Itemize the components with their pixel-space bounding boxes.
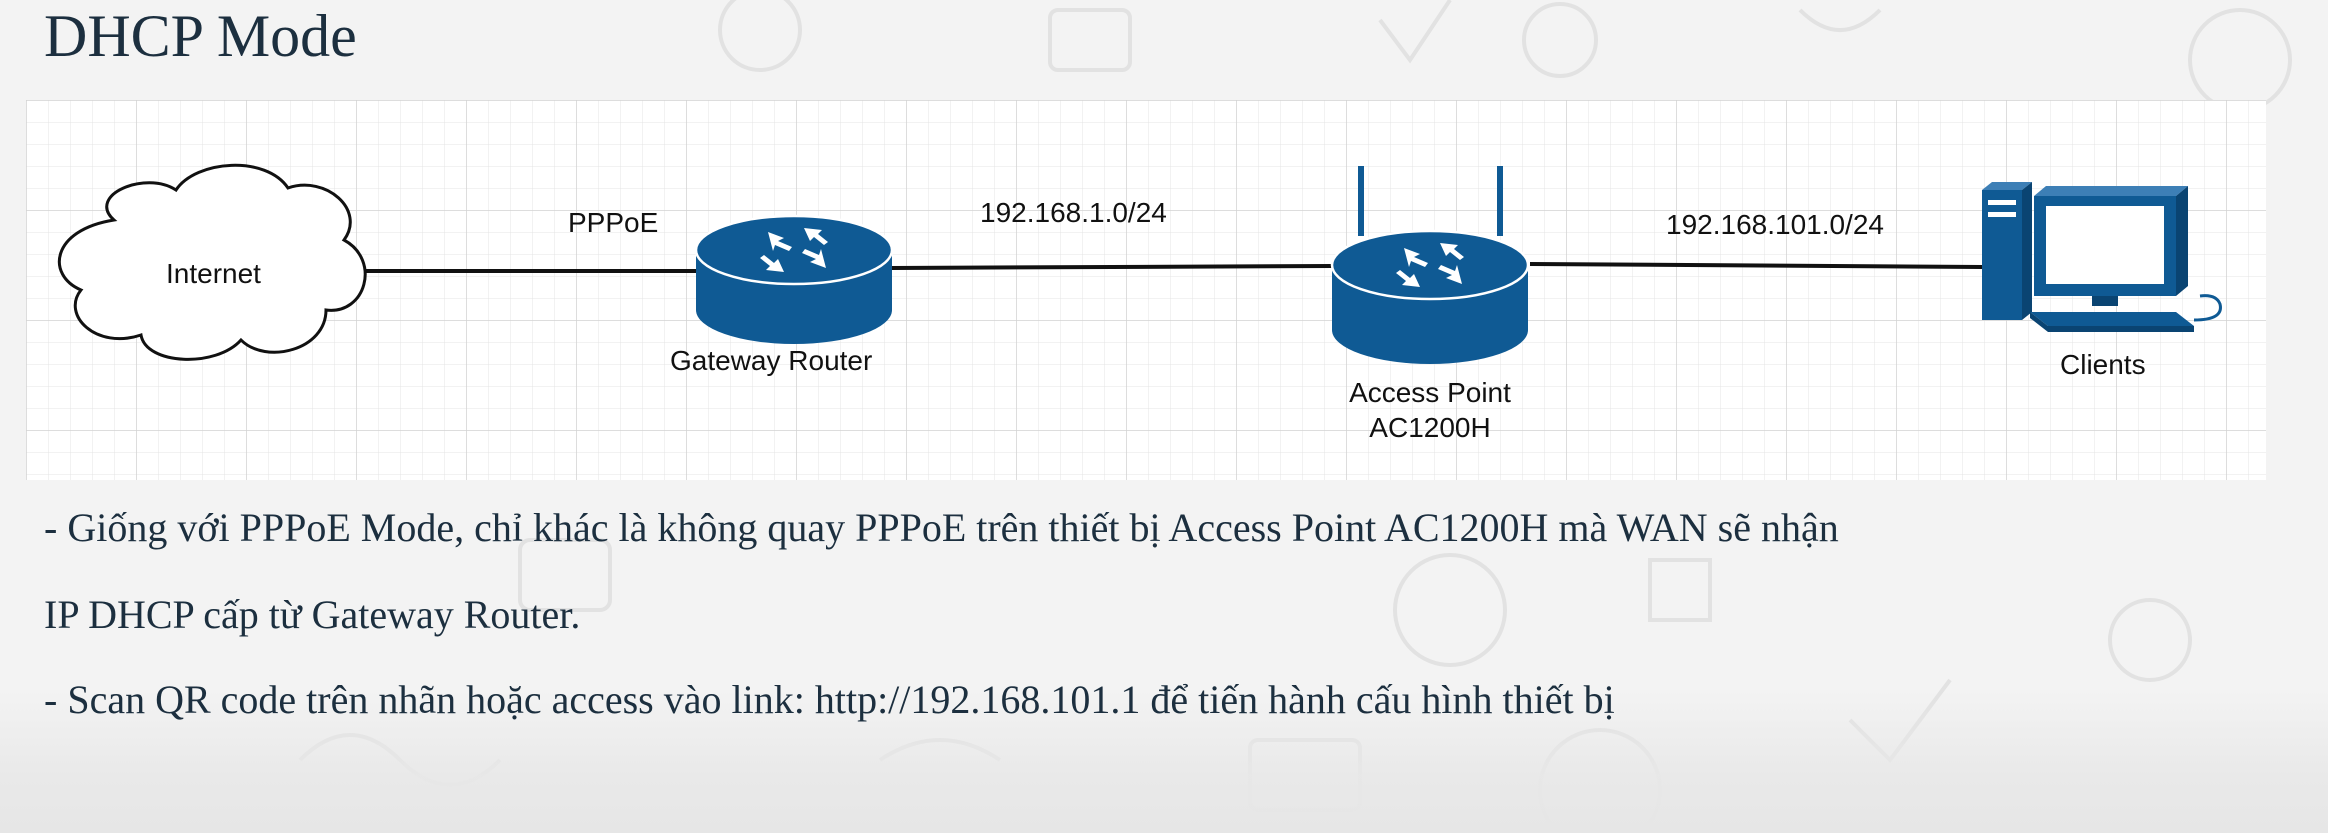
link1-label: PPPoE xyxy=(568,207,658,238)
network-diagram: Internet PPPoE Gateway Router 192.168.1.… xyxy=(26,100,2266,480)
access-point-label-line2: AC1200H xyxy=(1369,412,1490,443)
access-point-icon xyxy=(1330,166,1530,364)
clients-label: Clients xyxy=(2060,349,2146,380)
link-ap-clients xyxy=(1529,262,1983,269)
link-gateway-ap xyxy=(891,264,1333,270)
clients-computer-icon xyxy=(1982,182,2222,332)
diagram-grid xyxy=(26,100,2266,480)
gateway-router-icon xyxy=(694,214,894,344)
network-diagram-svg: Internet PPPoE Gateway Router 192.168.1.… xyxy=(26,100,2266,480)
description-line-1-continued: IP DHCP cấp từ Gateway Router. xyxy=(44,592,581,637)
gateway-router-label: Gateway Router xyxy=(670,345,872,376)
page-title: DHCP Mode xyxy=(44,3,357,69)
bottom-fade xyxy=(0,690,2328,833)
internet-cloud-icon xyxy=(57,163,367,361)
link3-label: 192.168.101.0/24 xyxy=(1666,209,1884,240)
description-line-1: - Giống với PPPoE Mode, chỉ khác là khôn… xyxy=(44,505,1839,550)
internet-label: Internet xyxy=(166,258,261,289)
link2-label: 192.168.1.0/24 xyxy=(980,197,1167,228)
description-line-2: - Scan QR code trên nhãn hoặc access vào… xyxy=(44,677,1615,722)
access-point-label-line1: Access Point xyxy=(1349,377,1511,408)
